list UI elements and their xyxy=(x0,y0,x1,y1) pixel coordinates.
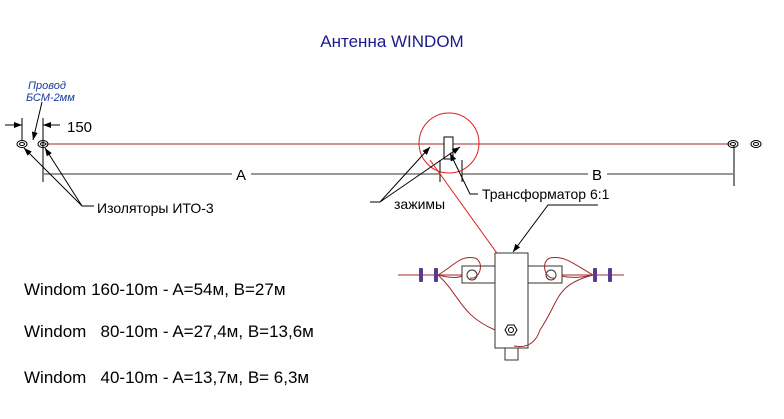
transformer-detail xyxy=(398,252,624,361)
insulator-leaders xyxy=(23,147,94,207)
offset-value: 150 xyxy=(67,119,92,136)
dimension-a-label: A xyxy=(236,167,246,184)
clamps-label: зажимы xyxy=(394,196,445,212)
highlight-circle xyxy=(418,112,480,174)
diagram-title: Антенна WINDOM xyxy=(320,32,463,51)
dimension-b-label: B xyxy=(592,167,602,184)
variant-list: Windom 160-10m - A=54м, B=27м Windom 80-… xyxy=(24,280,314,387)
insulators-label: Изоляторы ИТО-3 xyxy=(97,200,214,216)
wire-label: Провод БСМ-2мм xyxy=(26,80,75,104)
variant-160-10m: Windom 160-10m - A=54м, B=27м xyxy=(24,280,286,299)
zoom-pointer xyxy=(429,159,505,264)
variant-40-10m: Windom 40-10m - A=13,7м, B= 6,3м xyxy=(24,368,309,387)
wire-label-line2: БСМ-2мм xyxy=(26,92,75,104)
wire-label-line1: Провод xyxy=(28,80,66,92)
detail-leader xyxy=(512,204,598,253)
offset-dimension xyxy=(5,118,60,182)
transformer-leader xyxy=(449,152,478,195)
clamp-leaders xyxy=(370,146,461,203)
transformer-label: Трансформатор 6:1 xyxy=(482,186,610,202)
dimension-ticks xyxy=(439,145,735,186)
insulator-icons xyxy=(16,140,762,148)
variant-80-10m: Windom 80-10m - A=27,4м, B=13,6м xyxy=(24,322,314,341)
wire-leader xyxy=(31,101,43,141)
